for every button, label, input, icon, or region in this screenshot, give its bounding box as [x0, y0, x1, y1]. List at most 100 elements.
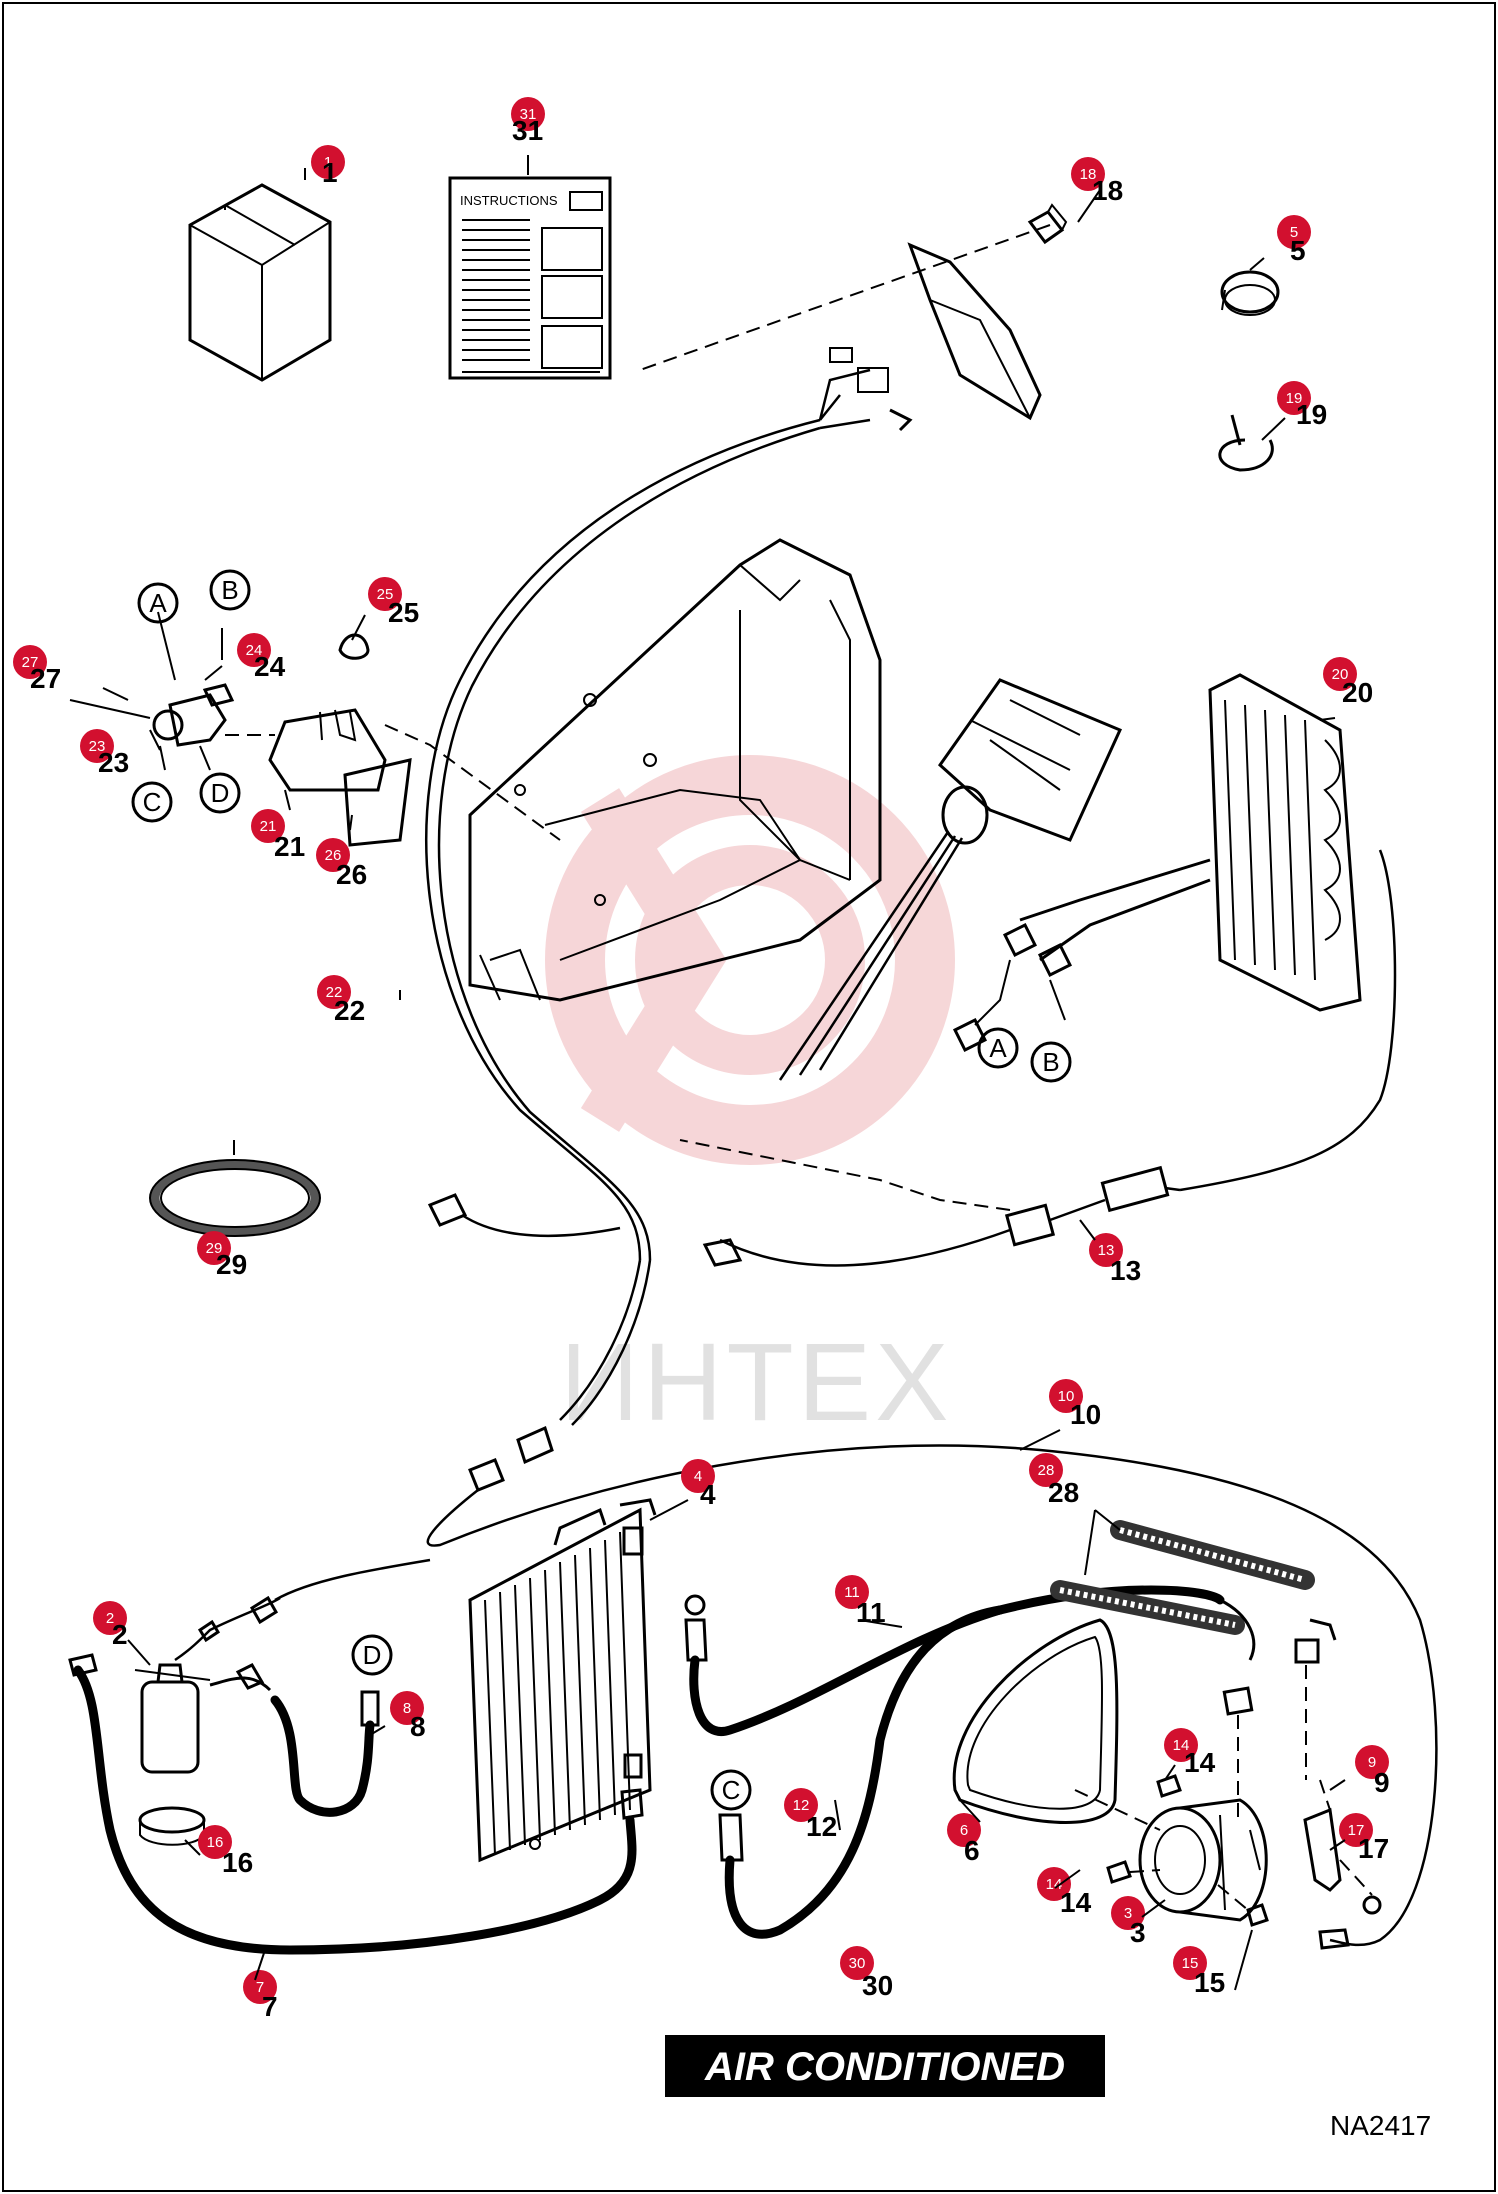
callout-number-3: 5: [1290, 235, 1306, 266]
callout-bubble-16: [1029, 1453, 1063, 1487]
part-evaporator-core-20: [1019, 673, 1397, 1192]
callout-number-21: 14: [1184, 1747, 1216, 1778]
callout-bubble-text-9: 21: [260, 818, 277, 835]
callout-bubble-text-8: 23: [89, 738, 106, 755]
callout-bubble-2: [1071, 157, 1105, 191]
callout-bubble-8: [80, 729, 114, 763]
callout-bubble-text-6: 24: [246, 642, 263, 659]
callout-number-1: 31: [512, 115, 543, 146]
letter-markers: A B C D A B D C: [131, 569, 1072, 1811]
part-hose-8: [209, 1663, 380, 1817]
leader-lines: [102, 155, 1346, 2068]
callout-bubble-text-2: 18: [1080, 166, 1097, 183]
part-compressor-fittings: [1219, 1598, 1337, 1820]
letter-d-2: D: [363, 1640, 382, 1670]
callout-bubble-text-29: 15: [1182, 1955, 1199, 1972]
callout-bubble-text-14: 13: [1098, 1242, 1115, 1259]
callout-number-4: 19: [1296, 399, 1327, 430]
callout-number-20: 8: [410, 1711, 426, 1742]
callout-number-27: 3: [1130, 1917, 1146, 1948]
callout-bubble-text-27: 3: [1124, 1905, 1132, 1922]
part-cab-panel: [639, 224, 1051, 421]
callout-bubble-text-22: 9: [1368, 1754, 1376, 1771]
letter-circle-b-1: [209, 569, 251, 611]
part-condenser-4: [468, 1498, 657, 1863]
part-valve-23: [69, 611, 370, 771]
part-cable-tie-19: [1218, 414, 1274, 472]
callout-bubble-text-26: 14: [1046, 1876, 1063, 1893]
part-clamp-5: [1220, 270, 1280, 316]
callout-number-26: 14: [1060, 1887, 1092, 1918]
letter-b-2: B: [1042, 1047, 1059, 1077]
callout-bubble-text-18: 11: [844, 1584, 860, 1601]
letter-circle-c-1: [131, 781, 173, 823]
callout-number-29: 15: [1194, 1967, 1225, 1998]
letter-d-1: D: [211, 778, 230, 808]
part-hose-12: [718, 1605, 1005, 1939]
callout-bubble-5: [368, 577, 402, 611]
part-blower-unit: [778, 678, 1123, 1081]
letter-b-1: B: [221, 575, 238, 605]
part-insulation-coil-29: [149, 1140, 321, 1237]
callout-bubble-text-12: 22: [326, 984, 343, 1001]
letter-circle-c-2: [710, 1769, 752, 1811]
callout-number-8: 23: [98, 747, 129, 778]
callout-bubble-26: [1037, 1867, 1071, 1901]
callout-bubble-6: [237, 633, 271, 667]
callout-number-25: 6: [964, 1835, 980, 1866]
callout-bubble-19: [93, 1601, 127, 1635]
callout-bubble-text-0: 1: [324, 154, 332, 171]
callout-bubble-17: [681, 1459, 715, 1493]
callout-number-10: 26: [336, 859, 367, 890]
part-connector-18: [1027, 203, 1068, 245]
callout-number-23: 17: [1358, 1833, 1389, 1864]
part-instructions-sheet: INSTRUCTIONS: [448, 176, 612, 380]
callout-bubble-0: [311, 145, 345, 179]
letter-circle-a-2: [977, 1027, 1019, 1069]
callout-bubble-text-5: 25: [377, 586, 394, 603]
letter-c-1: C: [143, 787, 162, 817]
callout-bubble-22: [1355, 1745, 1389, 1779]
callout-number-22: 9: [1374, 1767, 1390, 1798]
callout-bubble-text-28: 16: [207, 1834, 224, 1851]
callout-bubble-text-13: 29: [206, 1240, 223, 1257]
part-cab-frame: [468, 538, 882, 1002]
callout-bubble-27: [1111, 1896, 1145, 1930]
callout-bubble-3: [1277, 215, 1311, 249]
callout-number-30: 7: [262, 1991, 278, 2022]
callout-bubble-14: [1089, 1233, 1123, 1267]
callout-number-15: 10: [1070, 1399, 1101, 1430]
letter-circle-a-1: [137, 582, 179, 624]
callout-bubble-text-23: 17: [1348, 1822, 1365, 1839]
callout-bubble-4: [1277, 381, 1311, 415]
callout-bubble-1: [511, 97, 545, 131]
callout-bubble-text-20: 8: [403, 1700, 411, 1717]
callout-bubble-30: [243, 1970, 277, 2004]
callout-bubble-10: [316, 838, 350, 872]
part-compressor-3: [1074, 1774, 1269, 1927]
instructions-label: INSTRUCTIONS: [460, 193, 558, 208]
callout-bubble-15: [1049, 1379, 1083, 1413]
callout-number-31: 30: [862, 1970, 893, 2001]
part-drive-belt-6: [952, 1618, 1119, 1824]
callout-bubble-text-1: 31: [520, 106, 537, 123]
callout-bubble-31: [840, 1946, 874, 1980]
callout-bubble-28: [198, 1825, 232, 1859]
callout-bubble-text-15: 10: [1058, 1388, 1075, 1405]
part-switch-connector-13: [679, 1139, 1181, 1267]
callout-number-14: 13: [1110, 1255, 1141, 1286]
letter-a-1: A: [149, 588, 167, 618]
callout-bubble-7: [13, 645, 47, 679]
callout-number-2: 18: [1092, 175, 1123, 206]
callout-bubble-text-24: 12: [793, 1797, 810, 1814]
callout-bubble-9: [251, 809, 285, 843]
banner-text: AIR CONDITIONED: [704, 2045, 1065, 2089]
reference-code: NA2417: [1330, 2110, 1431, 2141]
watermark: ИНТЕХ: [545, 755, 955, 1444]
callout-bubble-text-30: 7: [256, 1979, 264, 1996]
part-hose-7: [68, 1653, 644, 1955]
callout-bubble-text-4: 19: [1286, 390, 1303, 407]
part-bracket-9: [1303, 1779, 1382, 1915]
